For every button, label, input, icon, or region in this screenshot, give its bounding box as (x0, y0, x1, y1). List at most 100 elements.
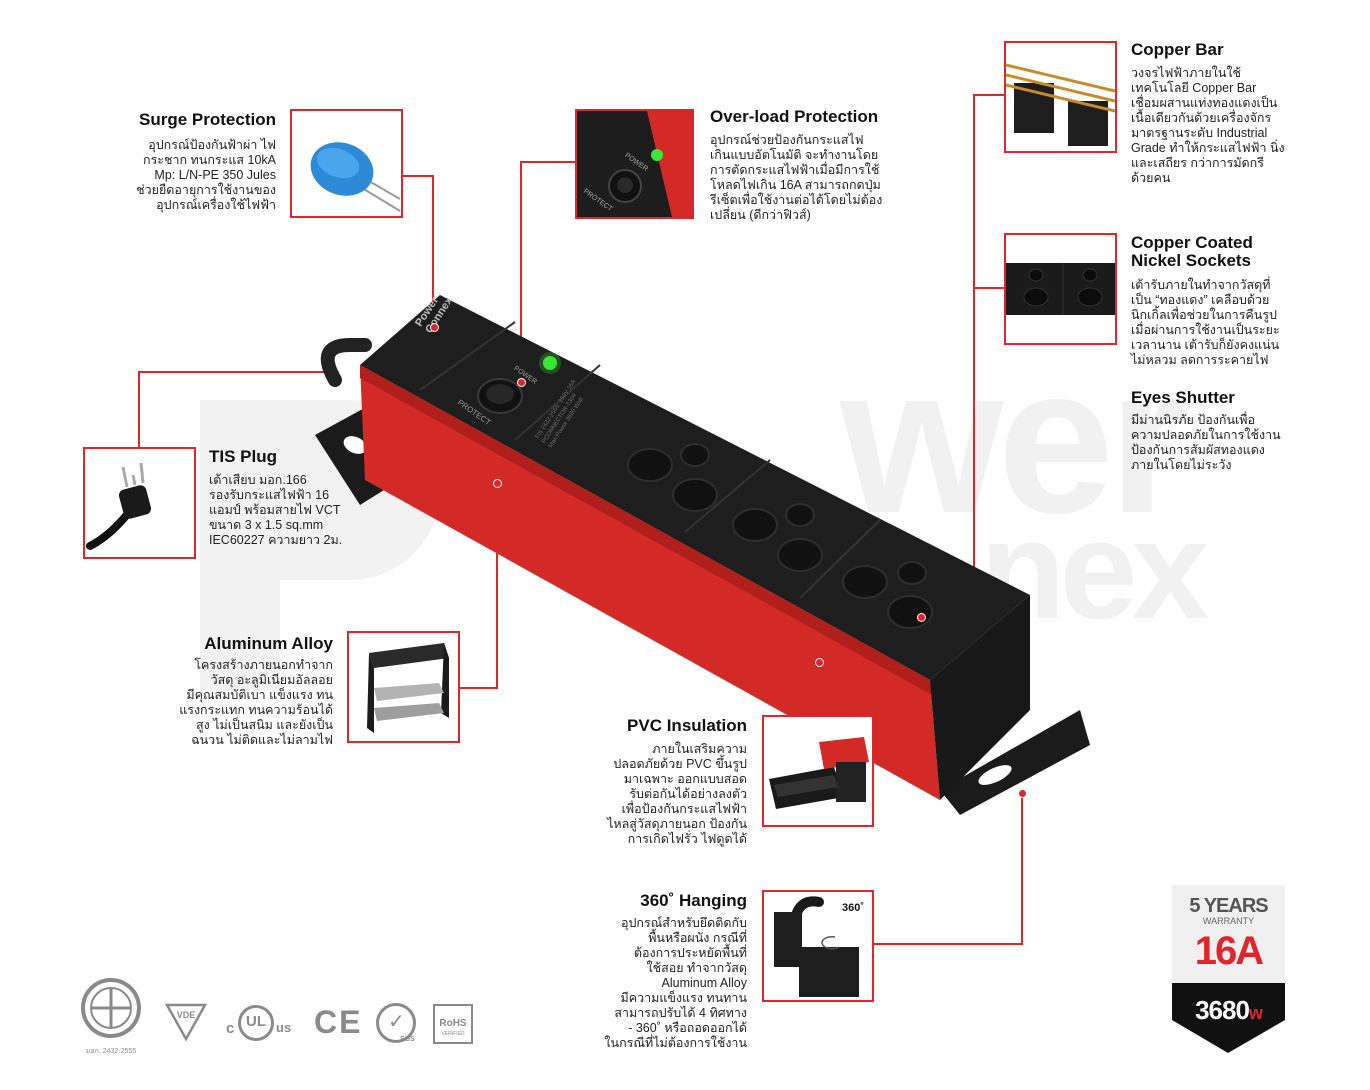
desc-line: ภายในโดยไม่ระวัง (1131, 458, 1232, 472)
surge-varistor-image (290, 109, 403, 218)
ce-logo: CE (314, 1004, 363, 1040)
watermark-line1: wer (840, 322, 1190, 557)
hanging-image: 360˚ (762, 890, 874, 1002)
desc-line: เต้ารับภายในทำจากวัสดุที่ (1131, 278, 1271, 292)
desc-line: การตัดกระแสไฟฟ้าเมื่อมีการใช้ (710, 163, 880, 177)
rohs-sub: VERIFIED (441, 1031, 465, 1037)
overload-thumbnail: POWER PROTECT (575, 109, 694, 219)
desc-line: ช่วยยืดอายุการใช้งานของ (136, 183, 276, 197)
warranty-watts-num: 3680 (1195, 995, 1250, 1025)
vde-logo: VDE (164, 1003, 208, 1042)
desc-line: สามารถปรับได้ 4 ทิศทาง (614, 1006, 747, 1020)
desc-line: เปลี่ยน (ดีกว่าฟิวส์) (710, 208, 811, 222)
sockets-desc: เต้ารับภายในทำจากวัสดุที่ เป็น “ทองแดง” … (1131, 278, 1361, 368)
desc-line: เทคโนโลยี Copper Bar (1131, 81, 1257, 95)
ul-us: us (276, 1020, 292, 1035)
desc-line: นิกเกิ้ลเพื่อช่วยในการคืนรูป (1131, 308, 1277, 322)
desc-line: อุปกรณ์ป้องกันฟ้าผ่า ไฟ (148, 138, 276, 152)
desc-line: เชื่อมผสานแท่งทองแดงเป็น (1131, 96, 1278, 110)
desc-line: เมื่อผ่านการใช้งานเป็นระยะ (1131, 323, 1280, 337)
desc-line: Mp: L/N-PE 350 Jules (154, 168, 276, 182)
hanging-360-badge: 360˚ (841, 902, 864, 914)
eyes-shutter-desc: มีม่านนิรภัย ป้องกันเพื่อ ความปลอดภัยในก… (1131, 413, 1361, 473)
desc-line: กระชาก ทนกระแส 10kA (143, 153, 276, 167)
sockets-image (1004, 233, 1117, 345)
desc-line: พื้นหรือผนัง กรณีที่ (648, 931, 747, 945)
ul-c: c (226, 1020, 235, 1037)
desc-line: ปลอดภัยด้วย PVC ขึ้นรูป (613, 757, 747, 771)
desc-line: ฉนวน ไม่ติดและไม่ลามไฟ (191, 733, 333, 747)
desc-line: และเสถียร กว่าการมัดกรี (1131, 156, 1264, 170)
desc-line: รองรับกระแสไฟฟ้า 16 (209, 488, 330, 502)
sockets-title-line1: Copper Coated (1131, 233, 1253, 252)
sockets-title-line2: Nickel Sockets (1131, 251, 1252, 270)
desc-line: รับต่อกันได้อย่างลงตัว (629, 787, 747, 801)
desc-line: อุปกรณ์เครื่องใช้ไฟฟ้า (156, 198, 276, 212)
overload-protection-desc: อุปกรณ์ช่วยป้องกันกระแสไฟ เกินแบบอัตโนมั… (710, 133, 910, 223)
sgs-checkmark-icon: ✓ (388, 1011, 405, 1033)
desc-line: อุปกรณ์สำหรับยึดติดกับ (620, 916, 747, 930)
desc-line: แอมป์ พร้อมสายไฟ VCT (209, 503, 341, 517)
pvc-insulation-image (762, 715, 874, 827)
surge-protection-desc: อุปกรณ์ป้องกันฟ้าผ่า ไฟ กระชาก ทนกระแส 1… (100, 138, 276, 213)
tis-cert-logo: มอก. 2432-2555 (80, 977, 142, 1057)
warranty-label: WARRANTY (1202, 916, 1255, 926)
copper-bar-image (1004, 41, 1117, 153)
desc-line: รีเซ็ตเพื่อใช้งานต่อได้โดยไม่ต้อง (710, 193, 883, 207)
desc-line: เกินแบบอัตโนมัติ จะทำงานโดย (710, 148, 879, 162)
tis-plug-title: TIS Plug (209, 447, 277, 466)
desc-line: - 360˚ หรือถอดออกได้ (628, 1021, 747, 1035)
rohs-text: RoHS (439, 1018, 467, 1029)
desc-line: มีคุณสมบัติเบา แข็งแรง ทน (186, 688, 333, 702)
desc-line: IEC60227 ความยาว 2ม. (209, 533, 343, 547)
desc-line: อุปกรณ์ช่วยป้องกันกระแสไฟ (710, 133, 864, 147)
hanging-title: 360˚ Hanging (640, 891, 747, 910)
desc-line: มีม่านนิรภัย ป้องกันเพื่อ (1131, 413, 1256, 427)
desc-line: ไม่หลวม ลดการระคายไฟ (1131, 353, 1269, 367)
ul-logo: c UL us (226, 1005, 298, 1045)
copper-bar-title: Copper Bar (1131, 40, 1224, 59)
desc-line: สูง ไม่เป็นสนิม และยังเป็น (196, 718, 333, 732)
rohs-logo: RoHS VERIFIED (433, 1004, 473, 1044)
desc-line: ขนาด 3 x 1.5 sq.mm (209, 518, 324, 532)
desc-line: เนื้อเดียวกันด้วยเครื่องจักร (1131, 111, 1272, 125)
desc-line: มาเฉพาะ ออกแบบสอด (623, 772, 747, 786)
desc-line: เป็น “ทองแดง” เคลือบด้วย (1131, 293, 1270, 307)
aluminum-alloy-desc: โครงสร้างภายนอกทำจาก วัสดุ อะลูมิเนียมอั… (160, 658, 333, 748)
desc-line: ด้วยคน (1131, 171, 1171, 185)
desc-line: โหลดไฟเกิน 16A สามารถกดปุ่ม (710, 178, 881, 192)
pvc-insulation-desc: ภายในเสริมความ ปลอดภัยด้วย PVC ขึ้นรูป ม… (580, 742, 747, 847)
surge-protection-title: Surge Protection (139, 110, 276, 129)
warranty-amps: 16A (1194, 929, 1264, 973)
desc-line: เวลานาน เต้ารับก็ยังคงแน่น (1131, 338, 1280, 352)
desc-line: ป้องกันการสัมผัสทองแดง (1131, 443, 1265, 457)
power-strip-image (315, 295, 1090, 815)
warranty-years: 5 YEARS (1189, 895, 1268, 917)
warranty-watts: 3680w (1172, 995, 1285, 1026)
desc-line: วัสดุ อะลูมิเนียมอัลลอย (210, 673, 333, 687)
ul-main: UL (246, 1013, 266, 1030)
aluminum-profile-image (347, 631, 460, 743)
desc-line: โครงสร้างภายนอกทำจาก (194, 658, 333, 672)
eyes-shutter-title: Eyes Shutter (1131, 388, 1235, 407)
hanging-desc: อุปกรณ์สำหรับยึดติดกับ พื้นหรือผนัง กรณี… (580, 916, 747, 1051)
desc-line: มีความแข็งแรง ทนทาน (620, 991, 747, 1005)
aluminum-alloy-title: Aluminum Alloy (204, 634, 333, 653)
overload-protection-title: Over-load Protection (710, 107, 879, 126)
desc-line: ความปลอดภัยในการใช้งาน (1131, 428, 1281, 442)
sockets-title: Copper Coated Nickel Sockets (1131, 234, 1351, 270)
desc-line: ไหลสู่วัสดุภายนอก ป้องกัน (607, 817, 747, 831)
desc-line: มาตรฐานระดับ Industrial (1131, 126, 1268, 140)
desc-line: ในกรณีที่ไม่ต้องการใช้งาน (604, 1036, 747, 1050)
sgs-text: SGS (400, 1036, 415, 1043)
tis-plug-image (83, 447, 196, 559)
desc-line: ต้องการประหยัดพื้นที่ (633, 946, 747, 960)
warranty-badge: 5 YEARS WARRANTY 16A 3680w (1172, 885, 1285, 1055)
copper-bar-desc: วงจรไฟฟ้าภายในใช้ เทคโนโลยี Copper Bar เ… (1131, 66, 1361, 186)
desc-line: แรงกระแทก ทนความร้อนได้ (179, 703, 333, 717)
pvc-insulation-title: PVC Insulation (627, 716, 747, 735)
desc-line: วงจรไฟฟ้าภายในใช้ (1131, 66, 1241, 80)
tis-cert-number: มอก. 2432-2555 (85, 1048, 137, 1055)
desc-line: การเกิดไฟรั่ว ไฟดูดได้ (627, 832, 747, 846)
desc-line: ใช้สอย ทำจากวัสดุ (646, 961, 747, 975)
